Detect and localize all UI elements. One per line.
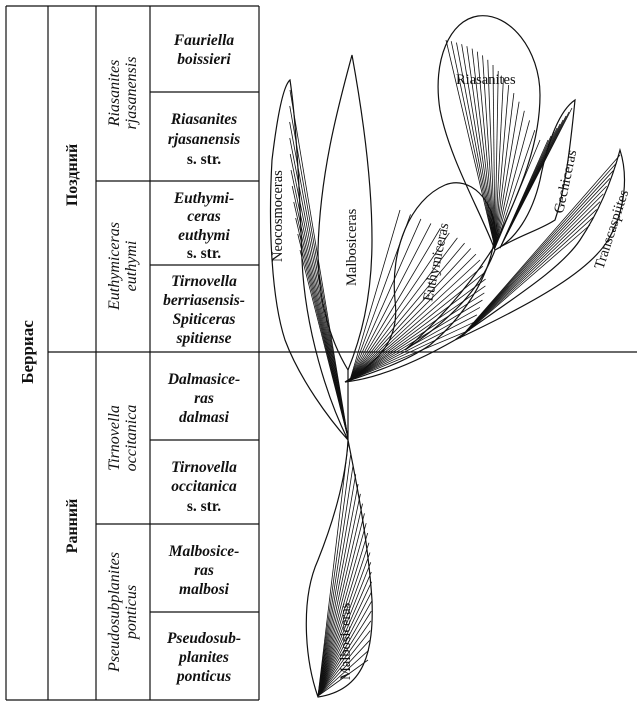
subzone-line: Euthymi- bbox=[173, 190, 234, 207]
zone-occitanica: Tirnovella occitanica bbox=[106, 405, 140, 472]
subzone-boissieri: Fauriella boissieri bbox=[173, 32, 235, 68]
genus-label-euthymiceras: Euthymiceras bbox=[420, 221, 452, 303]
zone-line: Riasanites bbox=[106, 60, 123, 128]
subzone-line: Tirnovella bbox=[171, 273, 237, 290]
subzone-line: ras bbox=[194, 562, 214, 579]
hatch-line bbox=[350, 293, 484, 380]
hatch-line bbox=[460, 217, 593, 338]
zone-rjasanensis: Riasanites rjasanensis bbox=[106, 57, 140, 130]
genus-label-malbosiceras-upper: Malbosiceras bbox=[344, 208, 360, 286]
hatch-line bbox=[290, 122, 348, 438]
subzone-line: dalmasi bbox=[179, 409, 230, 426]
zone-line: occitanica bbox=[123, 405, 140, 472]
substage-late-label: Поздний bbox=[64, 144, 81, 206]
subzone-ponticus: Pseudosub- planites ponticus bbox=[167, 630, 241, 685]
hatch-line bbox=[460, 186, 607, 338]
subzone-malbosi: Malbosice- ras malbosi bbox=[168, 543, 240, 598]
lineage-shapes bbox=[271, 16, 625, 697]
hatch-line bbox=[350, 260, 480, 380]
subzone-rjasanensis-str: Riasanites rjasanensis s. str. bbox=[168, 111, 240, 168]
zone-euthymi: Euthymiceras euthymi bbox=[106, 222, 140, 311]
zone-line: Euthymiceras bbox=[106, 222, 123, 311]
subzone-line: rjasanensis bbox=[168, 131, 240, 148]
subzone-line: planites bbox=[177, 649, 229, 666]
zone-line: euthymi bbox=[123, 241, 140, 292]
subzone-line: Tirnovella bbox=[171, 459, 237, 476]
subzone-dalmasi: Dalmasice- ras dalmasi bbox=[167, 371, 240, 426]
subzone-line: ceras bbox=[187, 208, 221, 225]
hatch-line bbox=[350, 243, 465, 380]
subzone-occitanica-str: Tirnovella occitanica s. str. bbox=[171, 459, 237, 515]
subzone-line: Dalmasice- bbox=[167, 371, 240, 388]
subzone-line: s. str. bbox=[187, 498, 221, 515]
hatch-line bbox=[460, 178, 610, 338]
zone-line: rjasanensis bbox=[123, 57, 140, 130]
subzone-line: Riasanites bbox=[170, 111, 237, 128]
genus-label-malbosiceras-lower: Malbosiceras bbox=[338, 602, 354, 680]
stratigraphy-table bbox=[6, 6, 637, 700]
subzone-line: Fauriella bbox=[173, 32, 235, 49]
subzone-line: malbosi bbox=[179, 581, 230, 598]
hatch-line bbox=[350, 307, 480, 380]
subzone-line: euthymi bbox=[178, 227, 230, 244]
hatch-line bbox=[290, 106, 348, 438]
hatch-line bbox=[350, 279, 486, 380]
subzone-line: occitanica bbox=[171, 478, 237, 495]
zone-line: Pseudosubplanites bbox=[106, 552, 123, 673]
substage-early-label: Ранний bbox=[64, 499, 81, 554]
zone-ponticus: Pseudosubplanites ponticus bbox=[106, 552, 140, 673]
hatch-line bbox=[350, 330, 470, 380]
hatch-line bbox=[460, 209, 597, 338]
hatch-line bbox=[290, 90, 348, 438]
genus-label-neocosmoceras: Neocosmoceras bbox=[270, 170, 286, 262]
hatch-line bbox=[350, 223, 431, 380]
subzone-berriasensis: Tirnovella berriasensis- Spiticeras spit… bbox=[163, 273, 245, 347]
subzone-line: berriasensis- bbox=[163, 292, 245, 309]
subzone-line: Spiticeras bbox=[173, 311, 236, 328]
zone-line: Tirnovella bbox=[106, 405, 123, 471]
subzone-line: boissieri bbox=[177, 51, 231, 68]
subzone-line: spitiense bbox=[175, 330, 231, 347]
subzone-euthymi-str: Euthymi- ceras euthymi s. str. bbox=[173, 190, 234, 262]
subzone-line: s. str. bbox=[187, 151, 221, 168]
subzone-line: Malbosice- bbox=[168, 543, 240, 560]
subzone-line: ponticus bbox=[175, 668, 231, 685]
subzone-line: ras bbox=[194, 390, 214, 407]
subzone-line: Pseudosub- bbox=[167, 630, 241, 647]
genus-label-riasanites: Riasanites bbox=[456, 72, 516, 88]
stage-label: Берриас bbox=[18, 320, 37, 384]
subzone-line: s. str. bbox=[187, 245, 221, 262]
zone-line: ponticus bbox=[123, 585, 140, 640]
hatch-line bbox=[290, 138, 348, 438]
hatch-line bbox=[350, 248, 471, 380]
